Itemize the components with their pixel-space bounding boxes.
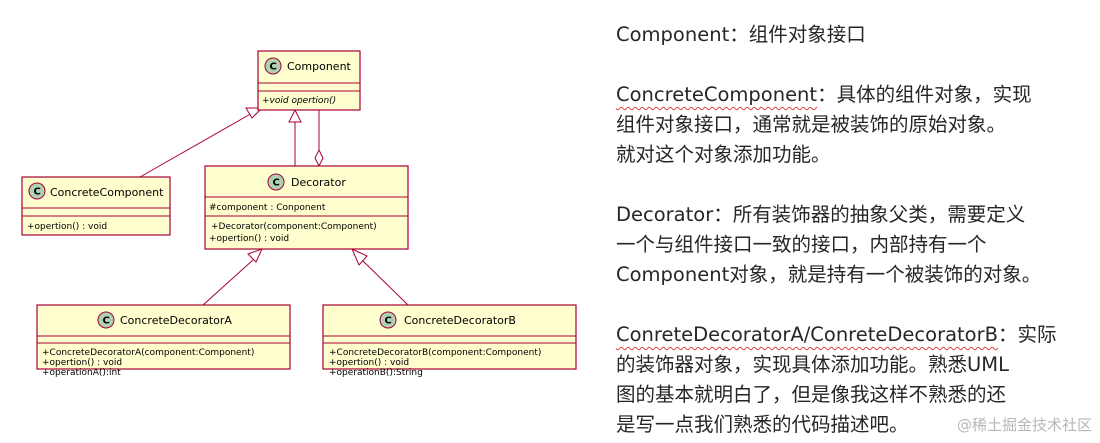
class-concrete-decorator-a: C ConcreteDecoratorA +ConcreteDecoratorA… bbox=[36, 304, 291, 378]
watermark: @稀土掘金技术社区 bbox=[956, 416, 1092, 434]
aggregation-diamond bbox=[314, 148, 324, 168]
desc-component: Component：组件对象接口 bbox=[616, 20, 1091, 50]
class-badge-icon bbox=[264, 57, 282, 75]
field: #component : Conponent bbox=[209, 203, 326, 213]
inheritance-arrow-decorator-b bbox=[351, 247, 368, 266]
svg-text:C: C bbox=[270, 62, 277, 73]
term-concrete-decorator: ConreteDecoratorA/ConreteDecoratorB bbox=[616, 323, 999, 346]
method: +void opertion() bbox=[262, 96, 336, 106]
class-badge-icon bbox=[28, 182, 46, 200]
relations bbox=[139, 107, 409, 306]
class-name: Decorator bbox=[291, 176, 346, 189]
class-name: ConcreteDecoratorB bbox=[404, 314, 516, 327]
desc-line: ：实际 bbox=[998, 323, 1057, 346]
desc-concrete-decorator: ConreteDecoratorA/ConreteDecoratorB：实际 的… bbox=[616, 320, 1091, 440]
inheritance-line-concrete-component bbox=[139, 111, 255, 178]
method: +opertion() : void bbox=[209, 234, 289, 244]
class-concrete-component: C ConcreteComponent +opertion() : void bbox=[21, 176, 171, 236]
method: +opertion() : void bbox=[329, 358, 409, 368]
class-decorator: C Decorator #component : Conponent +Deco… bbox=[204, 165, 409, 250]
inheritance-line-decorator-b bbox=[362, 260, 409, 306]
class-badge-icon bbox=[267, 173, 285, 191]
inheritance-line-decorator-a bbox=[202, 259, 254, 306]
method: +opertion() : void bbox=[27, 222, 107, 232]
desc-concrete-component: ConcreteComponent：具体的组件对象，实现 组件对象接口，通常就是… bbox=[616, 80, 1091, 170]
inheritance-arrow-decorator-a bbox=[247, 248, 263, 263]
term-component: Component bbox=[616, 23, 730, 46]
class-name: ConcreteComponent bbox=[50, 186, 164, 199]
desc-line: ：具体的组件对象，实现 bbox=[817, 83, 1032, 106]
desc-line: ：所有装饰器的抽象父类，需要定义 bbox=[713, 203, 1026, 226]
svg-text:C: C bbox=[273, 178, 280, 189]
inheritance-arrow-decorator bbox=[288, 108, 302, 123]
term-concrete-component: ConcreteComponent bbox=[616, 83, 818, 106]
svg-text:C: C bbox=[385, 316, 392, 327]
method: +ConcreteDecoratorA(component:Component) bbox=[42, 348, 254, 358]
class-badge-icon bbox=[97, 311, 115, 329]
method: +Decorator(component:Component) bbox=[211, 222, 377, 232]
desc-line: Component对象，就是持有一个被装饰的对象。 bbox=[616, 263, 1042, 286]
method: +operationB():String bbox=[329, 368, 423, 378]
method: +ConcreteDecoratorB(component:Component) bbox=[329, 348, 541, 358]
class-name: ConcreteDecoratorA bbox=[120, 314, 232, 327]
class-badge-icon bbox=[379, 311, 397, 329]
svg-text:C: C bbox=[34, 187, 41, 198]
desc-line: ：组件对象接口 bbox=[729, 23, 866, 46]
method: +opertion() : void bbox=[42, 358, 122, 368]
class-concrete-decorator-b: C ConcreteDecoratorB +ConcreteDecoratorB… bbox=[322, 304, 577, 378]
method: +operationA():int bbox=[42, 368, 121, 378]
description-panel: Component：组件对象接口 ConcreteComponent：具体的组件… bbox=[616, 20, 1091, 440]
term-decorator: Decorator bbox=[616, 203, 714, 226]
desc-line: 一个与组件接口一致的接口，内部持有一个 bbox=[616, 233, 987, 256]
class-component: C Component +void opertion() bbox=[257, 50, 361, 111]
svg-text:C: C bbox=[103, 316, 110, 327]
class-name: Component bbox=[287, 60, 352, 73]
desc-line: 的装饰器对象，实现具体添加功能。熟悉UML bbox=[616, 353, 1009, 376]
desc-line: 就对这个对象添加功能。 bbox=[616, 143, 831, 166]
desc-line: 组件对象接口，通常就是被装饰的原始对象。 bbox=[616, 113, 1007, 136]
desc-line: 图的基本就明白了，但是像我这样不熟悉的还 bbox=[616, 383, 1007, 406]
uml-class-diagram: C Component +void opertion() C ConcreteC… bbox=[21, 50, 577, 378]
desc-decorator: Decorator：所有装饰器的抽象父类，需要定义 一个与组件接口一致的接口，内… bbox=[616, 200, 1091, 290]
desc-line: 是写一点我们熟悉的代码描述吧。 bbox=[616, 413, 909, 436]
